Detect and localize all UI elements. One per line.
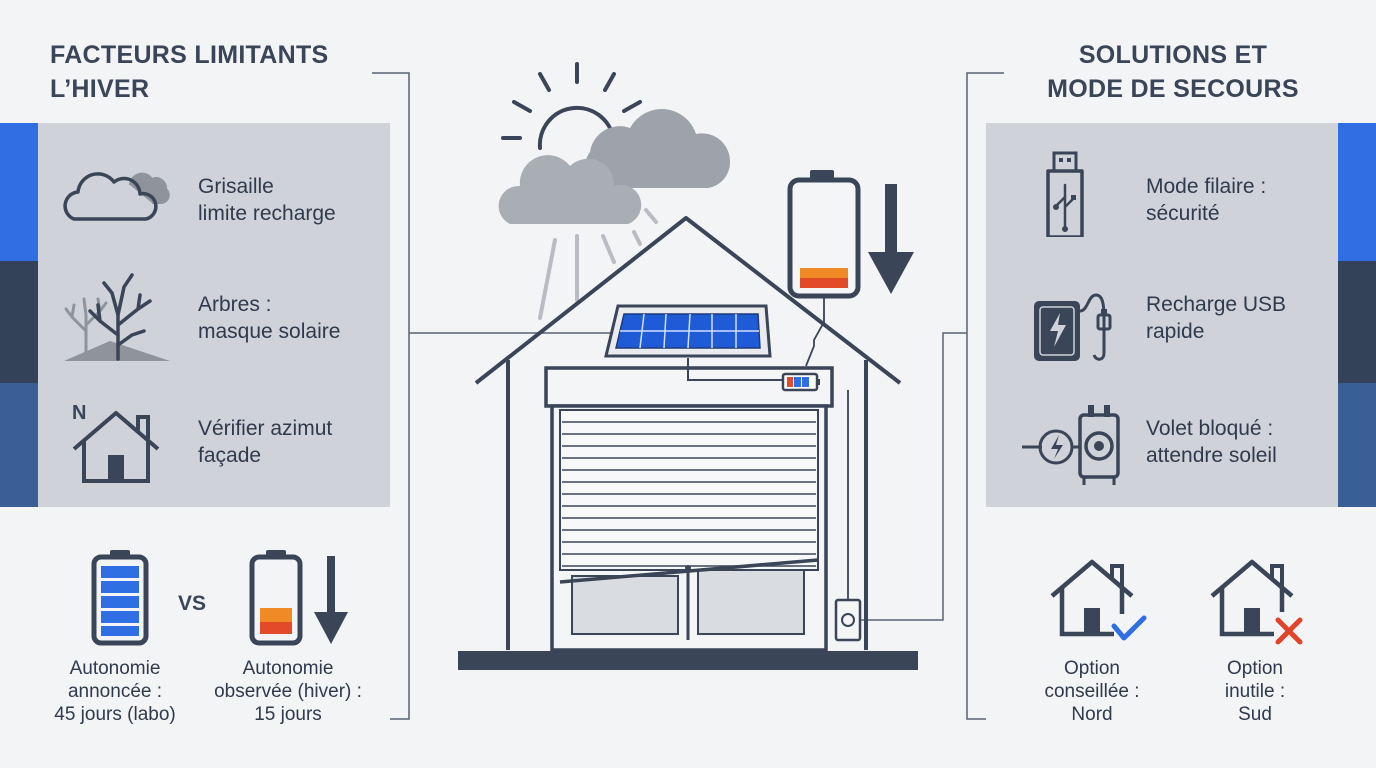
north-badge: N — [72, 402, 86, 424]
house-illustration — [458, 62, 918, 670]
cloud-large-icon — [584, 109, 731, 188]
battery-cable — [805, 298, 825, 367]
left-band-steel — [0, 383, 40, 507]
left-band-navy — [0, 261, 40, 383]
option-north-line3: Nord — [1071, 704, 1113, 725]
solution-item-usb-recharge: Recharge USB rapide — [986, 255, 1338, 365]
solution-item-blocked: Volet bloqué : attendre soleil — [986, 379, 1338, 489]
roof — [474, 216, 902, 385]
option-south-caption: Option inutile : Sud — [1190, 657, 1320, 726]
window-pane-right — [697, 569, 805, 635]
wall-motor-icon — [834, 390, 862, 642]
left-heading-line2: L’HIVER — [50, 75, 150, 103]
house-walls — [506, 360, 868, 650]
factor-clouds-line2: limite recharge — [198, 202, 336, 225]
solution-usb-line1: Recharge USB — [1146, 293, 1287, 316]
mini-battery-icon — [781, 372, 820, 392]
large-arrow-down-icon — [868, 184, 914, 294]
orientation-options — [1050, 559, 1303, 645]
low-battery-caption: Autonomie observée (hiver) : 15 jours — [198, 657, 378, 726]
solution-wired-line1: Mode filaire : — [1146, 175, 1267, 198]
ground-bar — [458, 651, 918, 670]
power-bank-icon — [1008, 265, 1118, 361]
panel-cable — [687, 358, 784, 381]
battery-comparison — [91, 550, 348, 646]
solutions-panel: Mode filaire : sécurité Recharge USB rap… — [986, 123, 1338, 507]
motor-icon — [1008, 389, 1120, 485]
factor-trees-line2: masque solaire — [198, 320, 341, 343]
full-caption-line1: Autonomie — [69, 658, 161, 679]
right-band-blue — [1336, 123, 1376, 261]
sun-rays — [538, 208, 658, 320]
full-battery-icon — [91, 550, 149, 646]
limiting-factors-panel: Grisaille limite recharge Arbres : masqu… — [38, 123, 390, 507]
solution-label-wired: Mode filaire : sécurité — [1146, 173, 1266, 227]
right-heading-line1: SOLUTIONS ET — [1078, 41, 1268, 69]
low-caption-line2: observée (hiver) : — [214, 681, 362, 702]
low-battery-icon — [249, 550, 303, 646]
full-caption-line2: annoncée : — [67, 681, 163, 702]
solution-blocked-line2: attendre soleil — [1146, 444, 1277, 467]
left-heading: FACTEURS LIMITANTS L’HIVER — [50, 38, 380, 106]
solution-label-usb-recharge: Recharge USB rapide — [1146, 291, 1286, 345]
cloud-small-icon — [498, 155, 642, 224]
option-north-caption: Option conseillée : Nord — [1022, 657, 1162, 726]
vs-label: VS — [178, 592, 207, 615]
left-band-blue — [0, 123, 40, 261]
solution-usb-line2: rapide — [1146, 320, 1205, 343]
right-heading: SOLUTIONS ET MODE DE SECOURS — [1000, 38, 1346, 106]
solar-panel-icon — [604, 304, 772, 358]
factor-label-azimuth: Vérifier azimut façade — [198, 415, 332, 469]
solution-wired-line2: sécurité — [1146, 202, 1220, 225]
roller-shutter — [559, 409, 819, 584]
factor-azimuth-line2: façade — [198, 444, 262, 467]
large-low-battery-icon — [787, 170, 861, 299]
house-north-icon: N — [60, 389, 170, 483]
option-north-line2: conseillée : — [1044, 681, 1140, 702]
factor-azimuth-line1: Vérifier azimut — [198, 417, 333, 440]
factor-clouds-line1: Grisaille — [198, 175, 274, 198]
option-south-line3: Sud — [1238, 704, 1272, 725]
right-heading-line2: MODE DE SECOURS — [1047, 75, 1299, 103]
factor-item-clouds: Grisaille limite recharge — [38, 137, 390, 247]
cloud-icon — [60, 147, 170, 237]
arrow-down-icon — [314, 556, 348, 644]
trees-icon — [60, 265, 170, 361]
low-caption-line1: Autonomie — [242, 658, 334, 679]
option-south-line2: inutile : — [1224, 681, 1286, 702]
factor-label-clouds: Grisaille limite recharge — [198, 173, 336, 227]
right-band-steel — [1336, 383, 1376, 507]
house-cross-icon — [1210, 559, 1303, 645]
solution-label-blocked: Volet bloqué : attendre soleil — [1146, 415, 1277, 469]
usb-icon — [1008, 147, 1118, 237]
low-caption-line3: 15 jours — [254, 704, 322, 725]
factor-item-azimuth: N Vérifier azimut façade — [38, 379, 390, 489]
right-band-navy — [1336, 261, 1376, 383]
option-north-line1: Option — [1064, 658, 1120, 679]
solution-blocked-line1: Volet bloqué : — [1146, 417, 1274, 440]
full-caption-line3: 45 jours (labo) — [54, 704, 176, 725]
left-heading-line1: FACTEURS LIMITANTS — [50, 41, 329, 69]
solution-item-wired: Mode filaire : sécurité — [986, 137, 1338, 247]
factor-item-trees: Arbres : masque solaire — [38, 255, 390, 365]
sun-icon — [501, 62, 642, 150]
full-battery-caption: Autonomie annoncée : 45 jours (labo) — [30, 657, 200, 726]
option-south-line1: Option — [1227, 658, 1283, 679]
factor-label-trees: Arbres : masque solaire — [198, 291, 340, 345]
factor-trees-line1: Arbres : — [198, 293, 272, 316]
house-check-icon — [1050, 559, 1147, 641]
window-pane-left — [571, 575, 679, 635]
